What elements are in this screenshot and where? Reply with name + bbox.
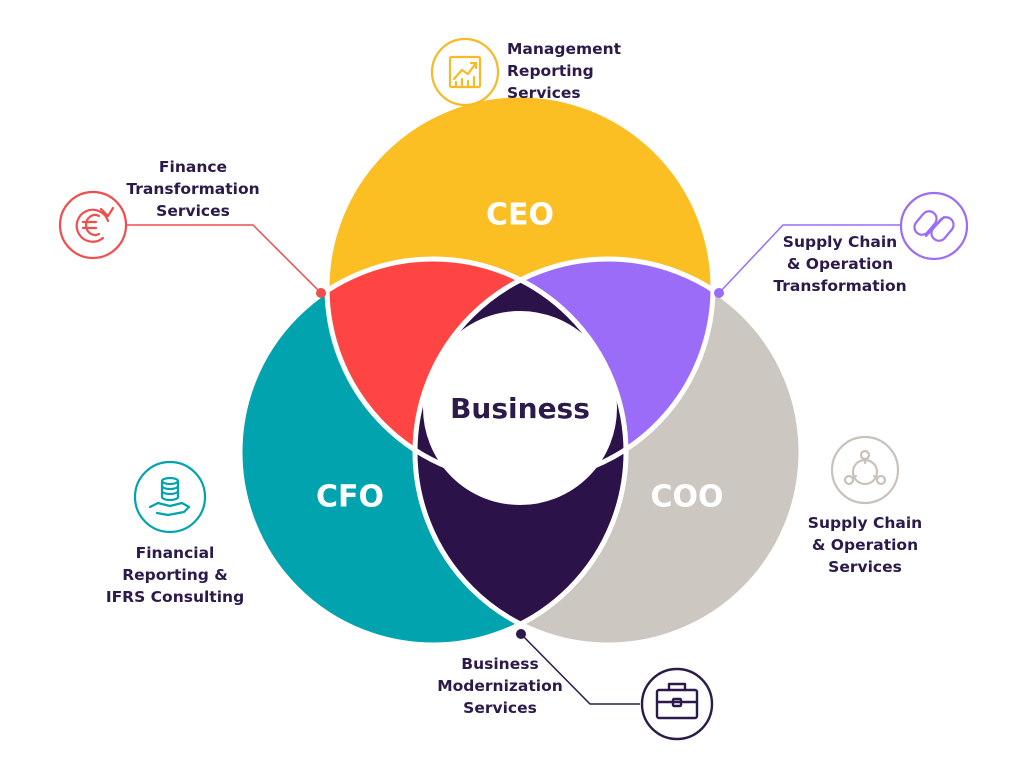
euro-cycle-icon <box>58 190 128 260</box>
finance-transformation-label: Finance Transformation Services <box>126 158 260 220</box>
cfo-label: CFO <box>316 480 384 515</box>
business-label: Business <box>450 392 590 425</box>
coo-outline <box>412 256 804 648</box>
business-modernization-label: Business Modernization Services <box>437 655 563 717</box>
briefcase-icon <box>640 667 714 741</box>
business-modernization-dot <box>516 629 526 639</box>
cfo-outline <box>237 256 629 648</box>
chart-icon <box>430 37 500 107</box>
ceo-label: CEO <box>486 198 554 233</box>
chain-link-icon <box>899 191 969 261</box>
finance-transformation-connector <box>125 224 322 294</box>
supply-chain-transformation-connector <box>718 224 902 294</box>
business-center-circle <box>423 311 617 505</box>
network-cycle-icon <box>830 435 900 505</box>
finance-transformation-dot <box>316 288 326 298</box>
supply-chain-services-label: Supply Chain & Operation Services <box>807 514 923 576</box>
supply-chain-transformation-dot <box>714 288 724 298</box>
supply-chain-transformation-label: Supply Chain & Operation Transformation <box>773 233 907 295</box>
management-reporting-label: Management Reporting Services <box>507 40 622 102</box>
coo-label: COO <box>650 480 723 515</box>
business-modernization-connector <box>520 633 640 705</box>
financial-reporting-label: Financial Reporting & IFRS Consulting <box>105 544 245 606</box>
coins-hand-icon <box>133 460 207 534</box>
